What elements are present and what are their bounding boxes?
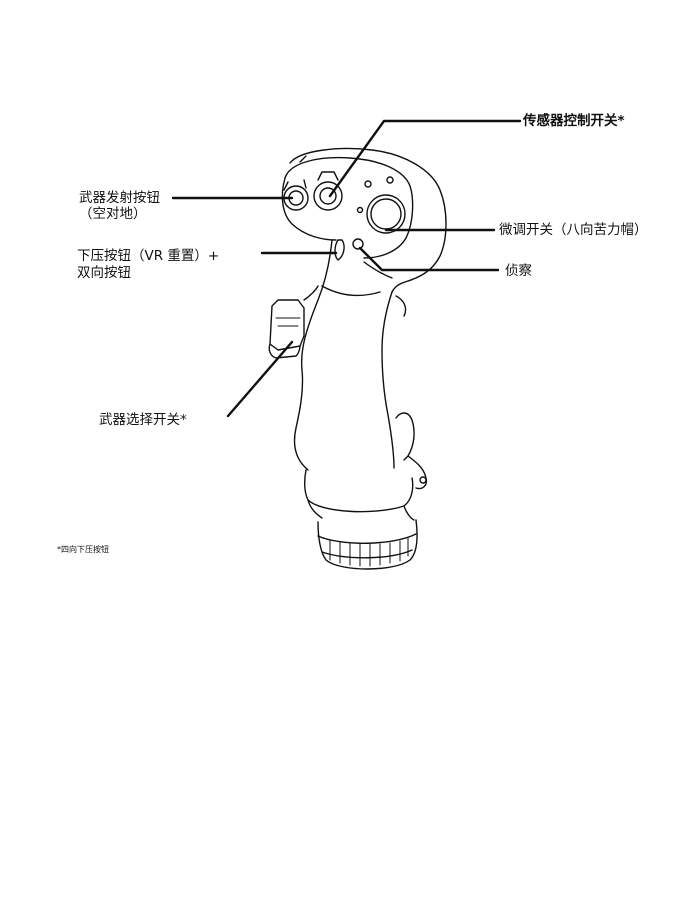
leader-weapon-select [228,342,292,416]
rear-paddle [396,413,414,460]
stick-head-face [285,158,413,258]
label-press-down-button: 下压按钮（VR 重置）+ [77,247,219,265]
label-trim-switch: 微调开关（八向苦力帽） [499,221,648,239]
weapon-select-switch-shape [270,300,304,350]
sensor-control-switch-shape [314,172,342,210]
label-recon: 侦察 [505,262,532,280]
recon-button-shape [353,239,363,249]
label-sensor-control-switch: 传感器控制开关* [523,112,625,130]
label-weapon-release-button-sub: （空对地） [79,205,147,223]
grip-left-edge [295,240,333,470]
label-press-down-button-sub: 双向按钮 [77,264,131,282]
grip-right-edge [382,292,394,468]
base-collar [305,470,413,512]
label-weapon-select-switch: 武器选择开关* [99,411,187,429]
footnote: *四向下压按钮 [57,545,109,555]
leader-recon [360,248,498,270]
press-down-button-shape [335,240,344,260]
trim-hat-shape [367,195,405,233]
weapon-release-button-shape [284,180,308,210]
base-ring [318,520,417,569]
